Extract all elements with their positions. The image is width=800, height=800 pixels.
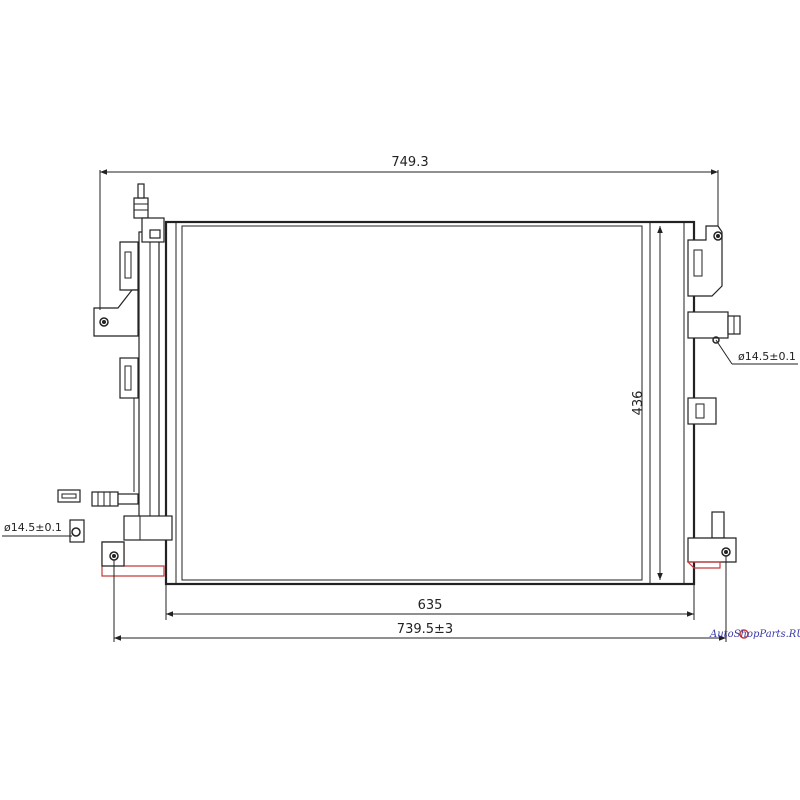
dimension-mount-width: 739.5±3: [113, 556, 727, 642]
dimension-pipe-right: ø14.5±0.1: [715, 339, 798, 365]
dimension-mount-width-label: 739.5±3: [397, 622, 453, 637]
left-foot-bracket: [101, 541, 165, 577]
condenser-core: [164, 220, 696, 586]
right-bracket-lower: [686, 511, 737, 569]
left-pipe-connector: [57, 489, 139, 543]
right-bracket-upper: [687, 225, 723, 297]
receiver-drier-tube: [133, 183, 165, 538]
dimension-pipe-right-label: ø14.5±0.1: [738, 350, 796, 363]
dimension-overall-width-label: 749.3: [391, 155, 428, 170]
dimension-core-height: 436: [631, 226, 663, 580]
left-bracket-upper: [119, 241, 139, 291]
left-mount-lug: [93, 289, 139, 337]
dimension-pipe-left-label: ø14.5±0.1: [4, 521, 62, 534]
dimension-overall-width: 749.3: [99, 155, 719, 310]
dimension-pipe-left: ø14.5±0.1: [2, 521, 72, 537]
left-bracket-middle: [119, 357, 139, 399]
watermark-text: AutoShopParts.RU: [709, 629, 800, 640]
left-bracket-lower: [123, 515, 173, 541]
dimension-core-height-label: 436: [631, 391, 646, 416]
dimension-core-width: 635: [165, 584, 695, 620]
right-bracket-middle: [687, 397, 717, 425]
dimension-core-width-label: 635: [418, 598, 443, 613]
right-pipe-fitting: [687, 311, 741, 344]
watermark: AutoShopParts.RU: [709, 629, 800, 640]
